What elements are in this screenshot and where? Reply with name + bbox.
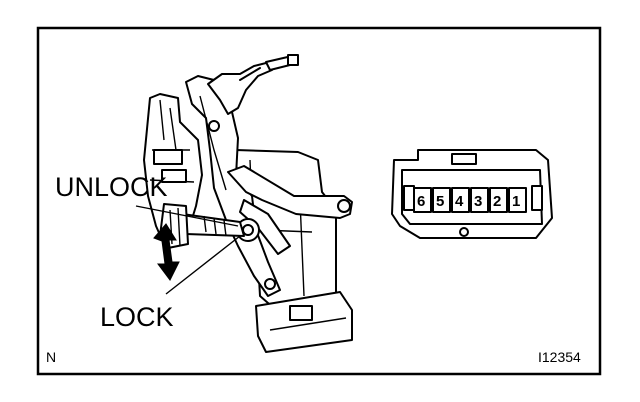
lock-unlock-arrow-icon xyxy=(153,223,180,281)
unlock-leader-line xyxy=(135,205,239,227)
connector-pins: 6 5 4 3 2 1 xyxy=(413,187,527,213)
connector-pin-box xyxy=(432,187,451,213)
lock-label: LOCK xyxy=(100,302,174,332)
connector-pin-box xyxy=(508,187,527,213)
connector-pin-box xyxy=(489,187,508,213)
connector-pin-label: 3 xyxy=(474,193,482,210)
unlock-label: UNLOCK xyxy=(55,172,168,202)
lock-leader-line xyxy=(165,235,241,295)
door-lock-actuator-assembly xyxy=(143,54,353,353)
connector-pin-label: 5 xyxy=(436,193,444,210)
connector-pin-box xyxy=(413,187,432,213)
connector-pin-box xyxy=(451,187,470,213)
diagram-frame xyxy=(36,26,602,376)
figure-id: I12354 xyxy=(538,349,581,365)
connector-pin-label: 6 xyxy=(417,193,425,210)
connector-pin-label: 1 xyxy=(512,193,520,210)
corner-mark: N xyxy=(46,349,56,365)
connector-pin-box xyxy=(470,187,489,213)
connector-face-view: 6 5 4 3 2 1 xyxy=(391,149,553,239)
connector-pin-label: 2 xyxy=(493,193,501,210)
connector-pin-label: 4 xyxy=(455,193,464,210)
